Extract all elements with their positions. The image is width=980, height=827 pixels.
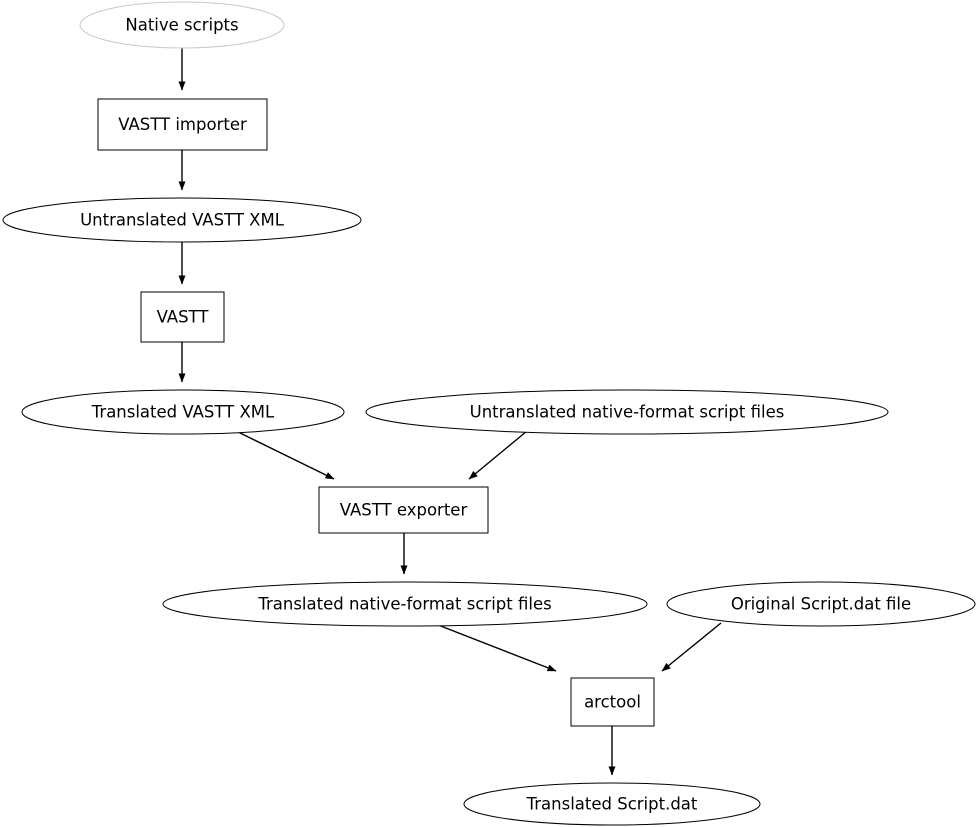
node-label-arctool: arctool <box>584 693 641 712</box>
node-translated_vastt_xml[interactable]: Translated VASTT XML <box>21 389 345 435</box>
edge-original_script_dat-to-arctool <box>661 622 722 672</box>
node-label-vastt_importer: VASTT importer <box>118 115 247 134</box>
node-label-translated_vastt_xml: Translated VASTT XML <box>91 403 275 422</box>
node-label-translated_script_dat: Translated Script.dat <box>526 795 698 814</box>
node-vastt_importer[interactable]: VASTT importer <box>97 98 268 151</box>
node-label-vastt: VASTT <box>157 308 210 327</box>
node-shape-box-vastt_importer <box>97 98 268 151</box>
edges-layer <box>178 48 722 776</box>
node-untranslated_vastt_xml[interactable]: Untranslated VASTT XML <box>2 197 362 243</box>
node-label-original_script_dat: Original Script.dat file <box>731 595 911 614</box>
node-translated_native_scripts[interactable]: Translated native-format script files <box>162 581 648 627</box>
node-shape-ellipse-translated_native_scripts <box>162 581 648 627</box>
node-native_scripts[interactable]: Native scripts <box>79 1 285 49</box>
node-label-translated_native_scripts: Translated native-format script files <box>257 595 551 614</box>
node-shape-box-arctool <box>570 677 655 727</box>
node-translated_script_dat[interactable]: Translated Script.dat <box>463 782 761 826</box>
node-shape-ellipse-original_script_dat <box>666 581 976 627</box>
node-shape-box-vastt <box>140 291 225 343</box>
node-original_script_dat[interactable]: Original Script.dat file <box>666 581 976 627</box>
node-shape-ellipse-untranslated_vastt_xml <box>2 197 362 243</box>
node-shape-ellipse-translated_vastt_xml <box>21 389 345 435</box>
node-vastt[interactable]: VASTT <box>140 291 225 343</box>
node-vastt_exporter[interactable]: VASTT exporter <box>318 486 489 534</box>
node-arctool[interactable]: arctool <box>570 677 655 727</box>
node-shape-ellipse-untranslated_native_scripts <box>365 389 889 435</box>
edge-translated_native_scripts-to-arctool <box>432 622 557 672</box>
edge-translated_vastt_xml-to-vastt_exporter <box>235 430 335 480</box>
node-label-vastt_exporter: VASTT exporter <box>340 501 468 520</box>
node-label-untranslated_native_scripts: Untranslated native-format script files <box>470 403 785 422</box>
node-shape-ellipse-native_scripts <box>79 1 285 49</box>
node-shape-box-vastt_exporter <box>318 486 489 534</box>
node-untranslated_native_scripts[interactable]: Untranslated native-format script files <box>365 389 889 435</box>
edge-untranslated_native_scripts-to-vastt_exporter <box>468 430 528 480</box>
node-label-native_scripts: Native scripts <box>125 16 238 35</box>
node-shape-ellipse-translated_script_dat <box>463 782 761 826</box>
node-label-untranslated_vastt_xml: Untranslated VASTT XML <box>80 211 285 230</box>
